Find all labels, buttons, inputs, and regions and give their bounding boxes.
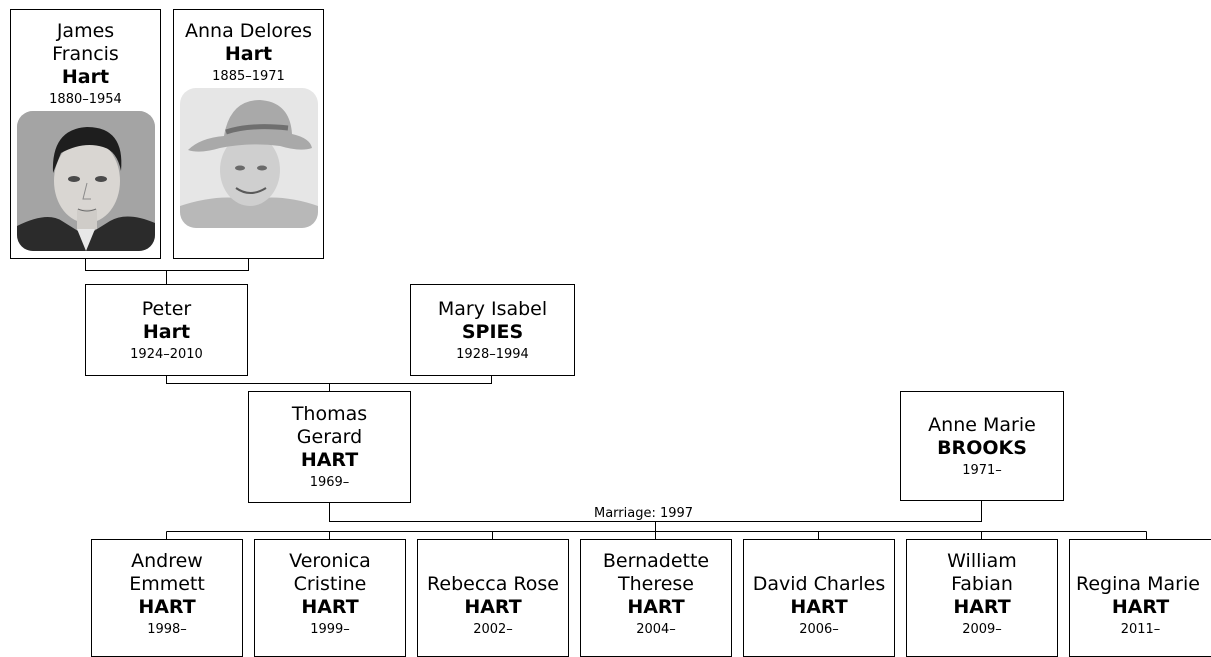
life-dates: 1971–: [962, 462, 1002, 478]
surname: HART: [301, 596, 359, 618]
person-card-james-francis-hart[interactable]: James Francis Hart 1880–1954: [10, 9, 161, 259]
given-name: Bernadette Therese: [602, 550, 710, 595]
surname: BROOKS: [937, 436, 1027, 459]
surname: HART: [1111, 596, 1170, 618]
person-card-david-charles-hart[interactable]: David Charles HART 2006–: [743, 539, 895, 657]
person-card-regina-marie-hart[interactable]: Regina Marie HART 2011–: [1069, 539, 1211, 657]
parents-connector: [166, 376, 492, 391]
person-card-rebecca-rose-hart[interactable]: Rebecca Rose HART 2002–: [417, 539, 569, 657]
given-name: David Charles: [752, 573, 886, 595]
marriage-label: Marriage: 1997: [591, 506, 697, 521]
given-name: Rebecca Rose: [427, 573, 559, 595]
surname: SPIES: [461, 320, 524, 343]
life-dates: 1885–1971: [212, 69, 285, 84]
person-card-peter-hart[interactable]: Peter Hart 1924–2010: [85, 284, 248, 376]
life-dates: 1880–1954: [49, 92, 122, 107]
life-dates: 1924–2010: [130, 346, 203, 362]
life-dates: 1999–: [310, 622, 350, 637]
life-dates: 2004–: [636, 622, 676, 637]
person-card-andrew-emmett-hart[interactable]: Andrew Emmett HART 1998–: [91, 539, 243, 657]
person-card-veronica-cristine-hart[interactable]: Veronica Cristine HART 1999–: [254, 539, 406, 657]
children-connector: [166, 521, 1147, 539]
given-name: Andrew Emmett: [129, 550, 205, 595]
life-dates: 2006–: [799, 622, 839, 637]
given-name: Mary Isabel: [437, 297, 548, 320]
given-name: Anne Marie: [928, 413, 1036, 436]
given-name: Anna Delores: [185, 20, 312, 42]
life-dates: 1969–: [309, 475, 350, 490]
portrait-woman-hat-photo: [179, 88, 318, 228]
person-card-bernadette-therese-hart[interactable]: Bernadette Therese HART 2004–: [580, 539, 732, 657]
life-dates: 2011–: [1120, 622, 1161, 637]
surname: Hart: [142, 320, 191, 343]
portrait-man-photo: [16, 111, 155, 251]
given-name: Regina Marie: [1076, 573, 1200, 595]
given-name: James Francis: [52, 20, 119, 65]
surname: Hart: [224, 43, 273, 65]
given-name: Veronica Cristine: [289, 550, 371, 595]
surname: HART: [300, 449, 359, 471]
person-card-mary-isabel-spies[interactable]: Mary Isabel SPIES 1928–1994: [410, 284, 575, 376]
person-card-anna-delores-hart[interactable]: Anna Delores Hart 1885–1971: [173, 9, 324, 259]
surname: HART: [464, 596, 522, 618]
life-dates: 1998–: [147, 622, 187, 637]
given-name: William Fabian: [947, 550, 1017, 595]
life-dates: 1928–1994: [456, 346, 529, 362]
life-dates: 2002–: [473, 622, 513, 637]
person-card-anne-marie-brooks[interactable]: Anne Marie BROOKS 1971–: [900, 391, 1064, 501]
life-dates: 2009–: [962, 622, 1002, 637]
surname: Hart: [61, 66, 110, 88]
given-name: Peter: [141, 297, 192, 320]
person-card-thomas-gerard-hart[interactable]: Thomas Gerard HART 1969–: [248, 391, 411, 503]
surname: HART: [138, 596, 196, 618]
grandparents-connector: [85, 259, 249, 284]
surname: HART: [790, 596, 848, 618]
surname: HART: [953, 596, 1011, 618]
person-card-william-fabian-hart[interactable]: William Fabian HART 2009–: [906, 539, 1058, 657]
given-name: Thomas Gerard: [291, 403, 368, 448]
surname: HART: [627, 596, 685, 618]
